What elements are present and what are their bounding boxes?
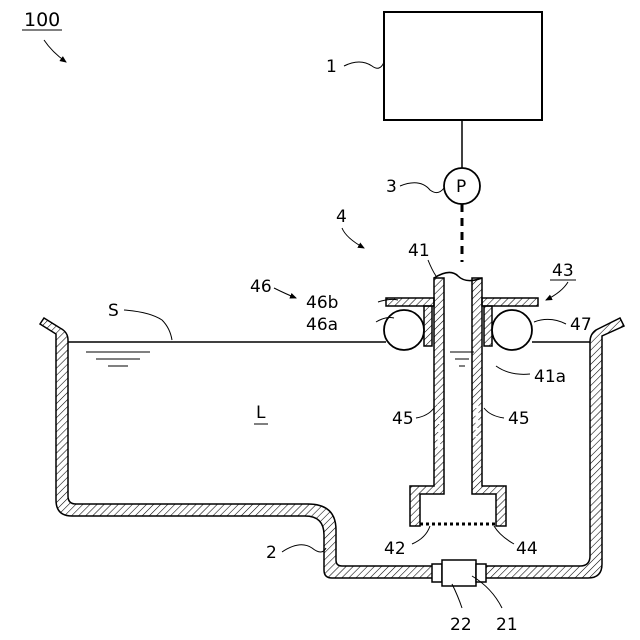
- ref-46b-label: 46b: [306, 293, 338, 313]
- ref-2-label: 2: [266, 543, 277, 563]
- ref-45-right-label: 45: [508, 409, 530, 429]
- ref-3-label: 3: [386, 177, 397, 197]
- liquid-l-label: L: [256, 403, 266, 423]
- ref-21-label: 21: [496, 615, 518, 635]
- ref-22-label: 22: [450, 615, 472, 635]
- ref-4-label: 4: [336, 207, 347, 227]
- drain-fitting: [432, 560, 486, 586]
- ref-100-label: 100: [24, 9, 60, 31]
- ref-47-label: 47: [570, 315, 592, 335]
- ref-41a-label: 41a: [534, 367, 566, 387]
- float-assembly: [384, 298, 538, 350]
- ref-46a-label: 46a: [306, 315, 338, 335]
- pump-symbol-label: P: [456, 177, 466, 197]
- device-1-box: [384, 12, 542, 120]
- ref-41-label: 41: [408, 241, 430, 261]
- ref-46-label: 46: [250, 277, 272, 297]
- ref-42-label: 42: [384, 539, 406, 559]
- surface-s-label: S: [108, 301, 119, 321]
- ref-43-label: 43: [552, 261, 574, 281]
- ref-1-label: 1: [326, 57, 337, 77]
- ref-45-left-label: 45: [392, 409, 414, 429]
- ref-44-label: 44: [516, 539, 538, 559]
